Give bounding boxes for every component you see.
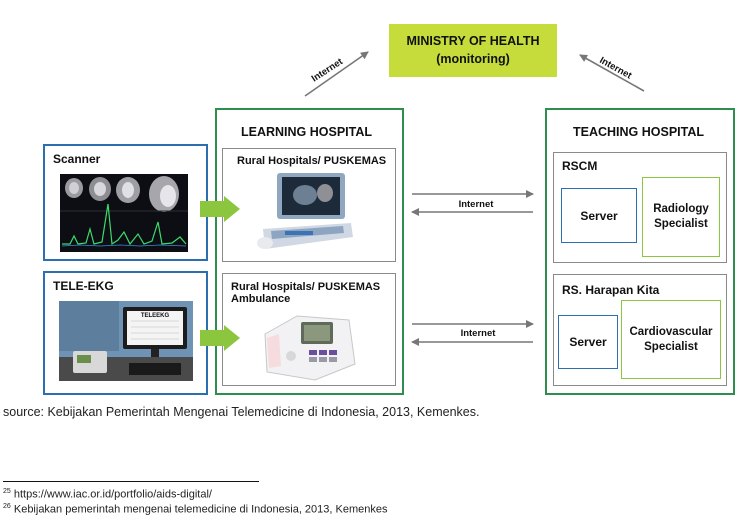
green-arrow-scanner <box>200 196 240 222</box>
tele-ekg-device-image: TELEEKG <box>59 301 193 381</box>
rscm-title: RSCM <box>562 159 598 173</box>
internet-arrow-right <box>579 54 645 92</box>
ministry-of-health-box: MINISTRY OF HEALTH (monitoring) <box>389 24 557 77</box>
cardiovascular-specialist-box: Cardiovascular Specialist <box>621 300 721 379</box>
footnote-26-text: Kebijakan pemerintah mengenai telemedici… <box>13 503 388 516</box>
footnote-25-link[interactable]: https://www.iac.or.id/portfolio/aids-dig… <box>13 488 212 501</box>
ministry-title: MINISTRY OF HEALTH <box>406 34 540 48</box>
internet-label-mid2: Internet <box>461 328 497 339</box>
cardiovascular-specialist-line1: Cardiovascular <box>629 325 713 338</box>
teaching-hospital-title: TEACHING HOSPITAL <box>573 125 705 139</box>
ambulance-title-line2: Ambulance <box>231 293 291 305</box>
radiology-specialist-line1: Radiology <box>653 203 709 215</box>
harapan-server-box: Server <box>558 315 618 369</box>
footnote-divider <box>3 481 259 482</box>
tele-ekg-title: TELE-EKG <box>53 279 114 293</box>
rscm-server-label: Server <box>580 208 618 223</box>
learning-hospital-title: LEARNING HOSPITAL <box>241 125 373 139</box>
harapan-kita-title: RS. Harapan Kita <box>562 283 660 297</box>
ministry-subtitle: (monitoring) <box>436 52 510 66</box>
source-caption: source: Kebijakan Pemerintah Mengenai Te… <box>3 405 480 419</box>
ct-scan-image <box>60 174 188 252</box>
radiology-specialist-box: Radiology Specialist <box>642 177 720 257</box>
scanner-title: Scanner <box>53 152 101 166</box>
internet-arrow-left <box>304 51 369 97</box>
ultrasound-machine-image <box>257 173 353 249</box>
harapan-server-label: Server <box>569 335 607 349</box>
footnote-26: 26 Kebijakan pemerintah mengenai telemed… <box>3 503 388 516</box>
rural-hospital-box: Rural Hospitals/ PUSKEMAS <box>222 148 396 262</box>
cardiovascular-specialist-line2: Specialist <box>644 340 698 353</box>
radiology-specialist-line2: Specialist <box>654 218 708 230</box>
internet-label-mid1: Internet <box>459 199 495 210</box>
ambulance-title-line1: Rural Hospitals/ PUSKEMAS <box>231 281 381 293</box>
tele-ekg-box: TELE-EKG TELEEKG <box>43 271 208 395</box>
scanner-box: Scanner <box>43 144 208 261</box>
ecg-machine-image <box>264 315 356 381</box>
tele-ekg-screen-text: TELEEKG <box>141 313 170 319</box>
rural-hospital-title: Rural Hospitals/ PUSKEMAS <box>237 155 387 167</box>
footnote-25: 25 https://www.iac.or.id/portfolio/aids-… <box>3 488 212 501</box>
footnote-25-number: 25 <box>3 488 11 495</box>
rscm-server-box: Server <box>561 188 637 243</box>
footnote-26-number: 26 <box>3 503 11 510</box>
green-arrow-tele-ekg <box>200 325 240 351</box>
rural-hospital-ambulance-box: Rural Hospitals/ PUSKEMAS Ambulance <box>222 273 396 386</box>
